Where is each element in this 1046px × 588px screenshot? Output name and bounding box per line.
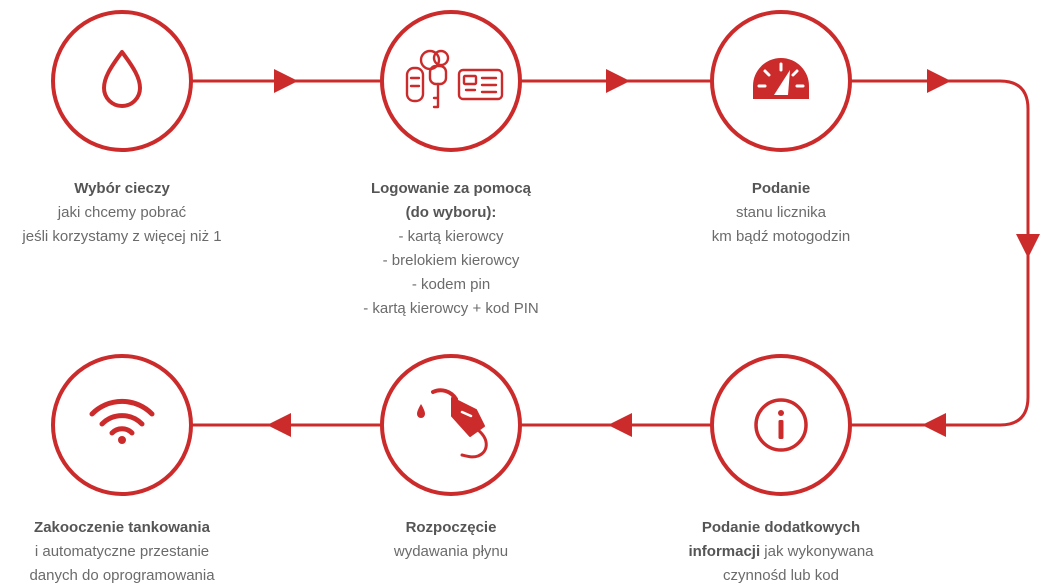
step-caption-6: Zakooczenie tankowania i automatyczne pr… — [0, 516, 272, 588]
step-line: stanu licznika — [735, 204, 827, 221]
step-bold-word: informacji — [688, 543, 761, 560]
step-line-mixed: informacji jak wykonywana — [631, 540, 931, 564]
keys-and-card-icon — [405, 49, 504, 109]
arrowheads — [267, 69, 1040, 437]
step-caption-1: Wybór cieczy jaki chcemy pobrać jeśli ko… — [0, 177, 272, 249]
step-line: jaki chcemy pobrać — [57, 204, 187, 221]
step-line: wydawania płynu — [393, 543, 509, 560]
step-title: Podanie dodatkowych — [701, 519, 861, 536]
info-icon — [754, 398, 808, 452]
step-line: - kartą kierowcy + kod PIN — [363, 300, 539, 317]
arrow-right-2 — [606, 69, 630, 93]
arrow-right-3 — [927, 69, 951, 93]
arrow-left-1 — [922, 413, 946, 437]
step-title: Rozpoczęcie — [405, 519, 497, 536]
arrow-left-3 — [267, 413, 291, 437]
step-title: Wybór cieczy — [74, 180, 170, 197]
step-line: - brelokiem kierowcy — [382, 252, 520, 269]
fuel-nozzle-icon — [417, 388, 488, 459]
step-line: - kartą kierowcy — [398, 228, 504, 245]
step-line-rest: jak wykonywana — [760, 543, 874, 560]
step-line: danych do oprogramowania — [29, 567, 215, 584]
step-caption-4: Podanie dodatkowych informacji jak wykon… — [631, 516, 931, 588]
arrow-down — [1016, 234, 1040, 258]
step-caption-2: Logowanie za pomocą (do wyboru): - kartą… — [301, 177, 601, 321]
arrow-right-1 — [274, 69, 298, 93]
wifi-icon — [89, 398, 155, 444]
step-line: i automatyczne przestanie — [34, 543, 210, 560]
step-caption-5: Rozpoczęcie wydawania płynu — [301, 516, 601, 564]
drop-icon — [102, 50, 142, 108]
step-caption-3: Podanie stanu licznika km bądź motogodzi… — [631, 177, 931, 249]
step-title-line2: (do wyboru): — [405, 204, 497, 221]
step-title: Zakooczenie tankowania — [34, 519, 210, 536]
step-circle-1 — [51, 10, 193, 152]
step-line: km bądź motogodzin — [711, 228, 851, 245]
step-circle-2 — [380, 10, 522, 152]
step-line: - kodem pin — [411, 276, 491, 293]
step-title: Podanie — [751, 180, 811, 197]
step-title: Logowanie za pomocą — [370, 180, 532, 197]
step-circle-6 — [51, 354, 193, 496]
step-line: jeśli korzystamy z więcej niż 1 — [22, 228, 222, 245]
arrow-left-2 — [608, 413, 632, 437]
step-line: czynnośd lub kod — [723, 567, 839, 584]
step-circle-5 — [380, 354, 522, 496]
speedometer-icon — [753, 58, 809, 99]
